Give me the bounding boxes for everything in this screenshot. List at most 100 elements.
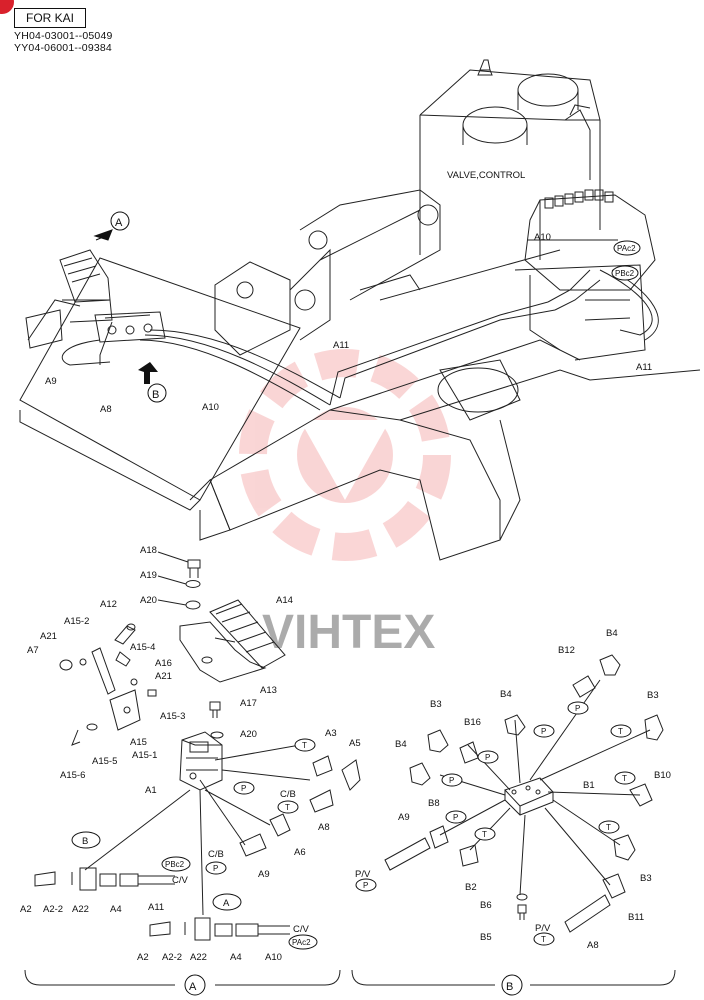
view-a-circle [110,211,130,231]
label-b4-mid: B4 [500,689,512,700]
label-a22-left: A22 [72,904,89,915]
svg-text:PBc2: PBc2 [165,860,185,869]
label-b10: B10 [654,770,671,781]
label-a15-6: A15-6 [60,770,85,781]
label-a2-2-left: A2-2 [43,904,63,915]
port-pac2-detail [288,934,318,950]
valve-control-label: VALVE,CONTROL [447,170,525,181]
port-t-pv2: T [541,935,546,944]
label-b3-right: B3 [647,690,659,701]
svg-text:PAc2: PAc2 [292,938,311,947]
label-b12: B12 [558,645,575,656]
view-b-circle [147,383,167,403]
label-a7: A7 [27,645,39,656]
serial-range-1: YH04-03001--05049 [14,30,113,42]
svg-text:T: T [302,741,307,750]
label-a10-valve: A10 [534,232,551,243]
label-cv-2: C/V [293,924,310,935]
label-b11: B11 [628,912,644,923]
label-a6: A6 [294,847,306,858]
svg-text:B: B [82,836,88,847]
port-t-b3low: T [606,823,611,832]
label-cv-1: C/V [172,875,189,886]
svg-text:P: P [213,864,218,873]
port-t-1 [294,738,316,752]
label-b8: B8 [428,798,440,809]
watermark-gear-logo [239,349,451,561]
port-p-2 [205,861,227,875]
label-a15-4: A15-4 [130,642,155,653]
label-a19: A19 [140,570,157,581]
label-b4-left: B4 [395,739,407,750]
label-pv-2: P/V [535,923,551,934]
label-a15-3: A15-3 [160,711,185,722]
section-a-label: A [189,981,197,993]
label-a21-mid: A21 [155,671,172,682]
port-p-pv1: P [363,881,368,890]
section-b-circle [501,974,523,996]
callout-a-circle [212,893,242,911]
detail-a-parts [34,551,361,941]
label-b3-left: B3 [430,699,442,710]
port-p-b16: P [485,753,490,762]
port-pbc2-top [611,265,639,281]
label-a18: A18 [140,545,157,556]
callout-b-circle [71,831,101,849]
label-a4-bottom: A4 [230,952,242,963]
label-a4-left: A4 [110,904,122,915]
serial-range-2: YY04-06001--09384 [14,42,112,54]
machine-frame [19,59,701,561]
label-b1: B1 [583,780,595,791]
label-a13: A13 [260,685,277,696]
port-p-b4: P [541,727,546,736]
port-p-b12: P [575,704,580,713]
label-a12: A12 [100,599,117,610]
label-a11-detail: A11 [148,902,164,913]
label-a15-5: A15-5 [92,756,117,767]
valve-spools [544,189,614,209]
svg-text:P: P [241,784,246,793]
label-a20-mid: A20 [240,729,257,740]
svg-text:A: A [223,898,230,909]
label-a2-bottom: A2 [137,952,149,963]
label-a11-right: A11 [636,362,652,373]
arrow-b-icon [138,362,158,384]
label-a2-left: A2 [20,904,32,915]
svg-text:PBc2: PBc2 [615,269,635,278]
port-p-b8: P [453,813,458,822]
port-t-2 [277,800,299,814]
label-a2-2-bottom: A2-2 [162,952,182,963]
label-a1: A1 [145,785,157,796]
label-a9-b: A9 [398,812,410,823]
label-b16: B16 [464,717,481,728]
port-pac2-top [613,240,641,256]
label-b2: B2 [465,882,477,893]
label-a15: A15 [130,737,147,748]
label-a10-bottom: A10 [265,952,282,963]
port-p-b4l: P [449,776,454,785]
label-cb-2: C/B [208,849,224,860]
port-p-1 [233,781,255,795]
label-b4-top: B4 [606,628,618,639]
label-a16: A16 [155,658,172,669]
view-b-label: B [152,389,159,401]
label-a14: A14 [276,595,293,606]
svg-text:PAc2: PAc2 [617,244,636,253]
label-a9-top: A9 [45,376,57,387]
section-b-label: B [506,981,513,993]
label-a15-2: A15-2 [64,616,89,627]
label-b5: B5 [480,932,492,943]
model-box: FOR KAI [14,8,86,28]
label-cb-1: C/B [280,789,296,800]
port-t-b10: T [622,774,627,783]
label-a10-line: A10 [202,402,219,413]
label-pv-1: P/V [355,869,371,880]
label-a9-detail: A9 [258,869,270,880]
label-a17: A17 [240,698,257,709]
label-a8-b: A8 [587,940,599,951]
label-b3-low: B3 [640,873,652,884]
label-a21-left: A21 [40,631,57,642]
label-a8-detail: A8 [318,822,330,833]
detail-b-parts [384,654,664,933]
